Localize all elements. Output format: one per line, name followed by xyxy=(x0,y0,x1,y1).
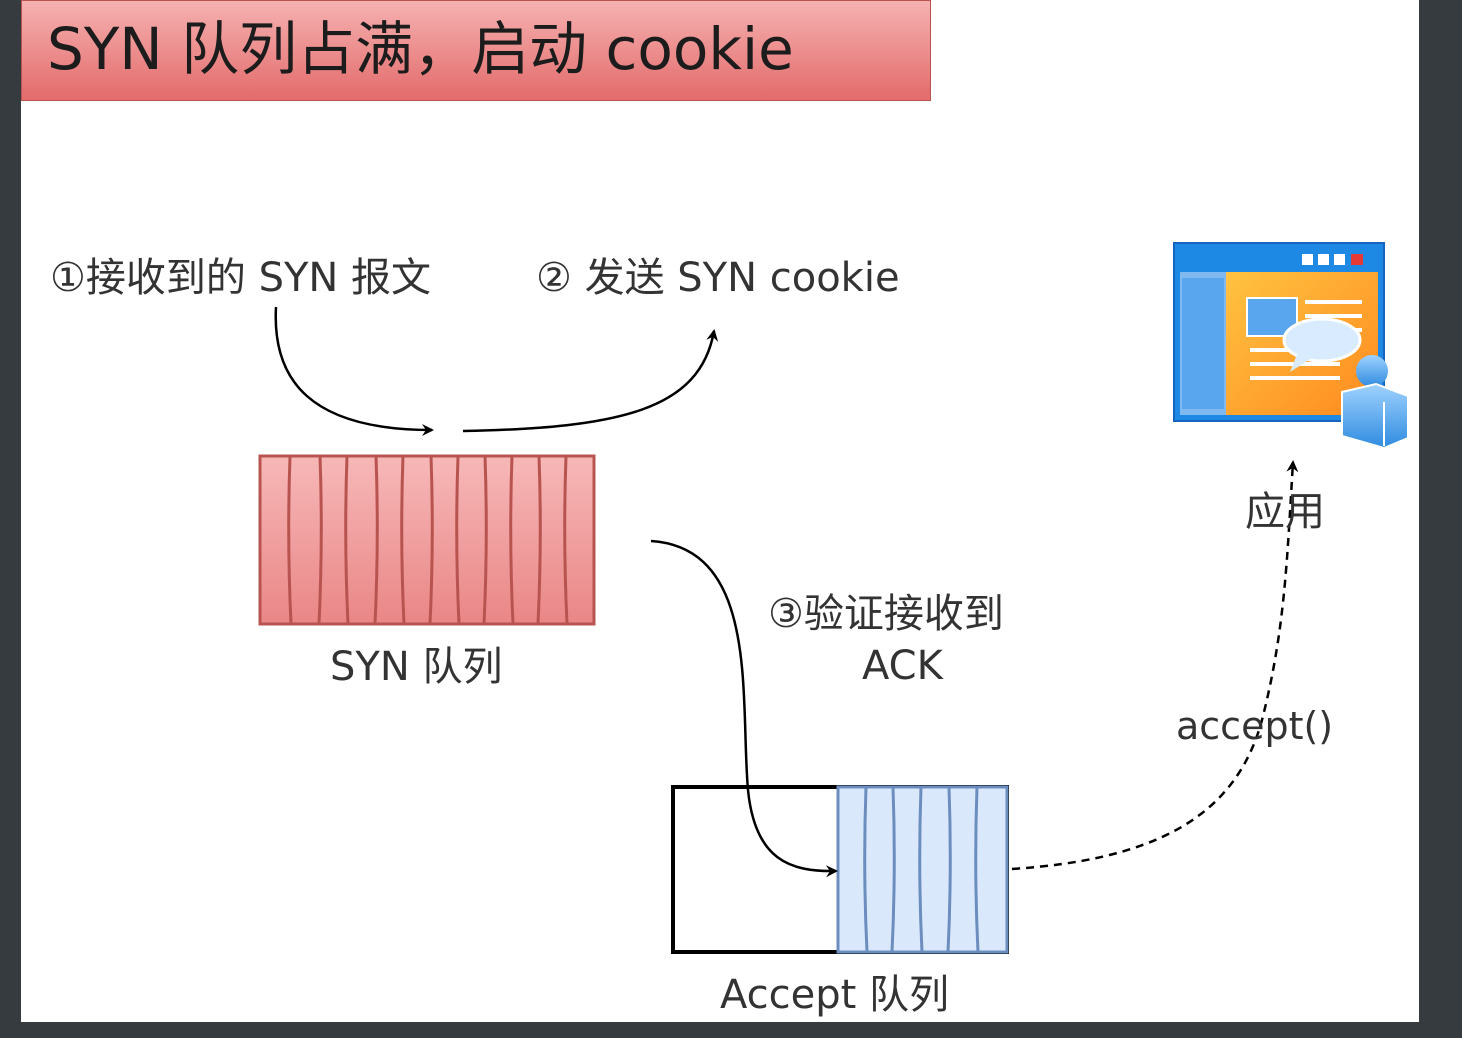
accept-queue-label: Accept 队列 xyxy=(720,972,950,1018)
diagram-title: SYN 队列占满，启动 cookie xyxy=(47,15,794,83)
arrow-send-cookie xyxy=(462,329,719,433)
arrow-ack-verified xyxy=(650,539,838,878)
accept-call-label: accept() xyxy=(1176,704,1334,748)
step3-label-line1: ③验证接收到 xyxy=(768,591,1004,637)
accept-queue xyxy=(671,785,1009,954)
arrow-syn-received xyxy=(274,306,434,436)
syn-queue-label: SYN 队列 xyxy=(330,644,503,690)
step3-label-line2: ACK xyxy=(862,643,943,689)
step1-label: ①接收到的 SYN 报文 xyxy=(50,255,432,301)
app-label: 应用 xyxy=(1245,489,1325,535)
title-banner: SYN 队列占满，启动 cookie xyxy=(21,0,931,101)
application-window-icon xyxy=(1173,242,1409,450)
arrow-accept-call xyxy=(1011,460,1299,871)
step2-label: ② 发送 SYN cookie xyxy=(536,255,900,301)
syn-queue xyxy=(258,454,596,626)
